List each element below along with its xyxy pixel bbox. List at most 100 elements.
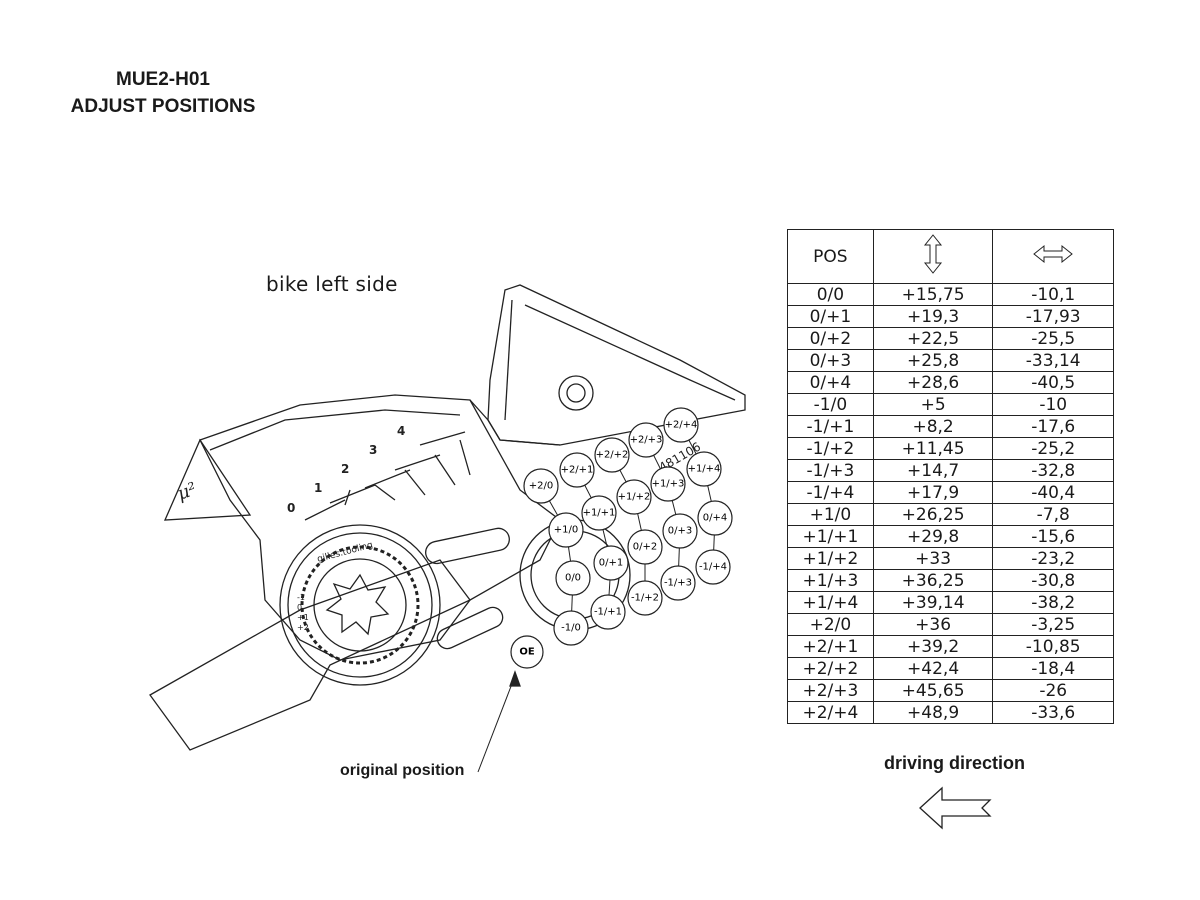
pos-cell: -1/0 (787, 393, 874, 416)
hanger-plate (487, 284, 746, 446)
position-circle-label: +1/+2 (618, 492, 651, 503)
horizontal-value-cell: -7,8 (992, 503, 1114, 526)
horizontal-value-cell: -23,2 (992, 547, 1114, 570)
scale-number: 3 (369, 443, 377, 457)
position-circle-label: 0/+3 (668, 526, 692, 537)
logo-mark: μ² (175, 478, 200, 504)
table-row: +2/+2+42,4-18,4 (787, 657, 1114, 680)
position-circle (650, 466, 686, 502)
header-horizontal (992, 229, 1114, 284)
position-circles: +2/+4+2/+3+2/+2+2/+1+2/0+1/+4+1/+3+1/+2+… (523, 407, 733, 646)
position-circle (594, 437, 630, 473)
table-row: -1/+3+14,7-32,8 (787, 459, 1114, 482)
vertical-value-cell: +15,75 (872, 283, 994, 306)
main-gear (279, 524, 441, 686)
horizontal-value-cell: -10,85 (992, 635, 1114, 658)
vertical-value-cell: +39,2 (872, 635, 994, 658)
horizontal-value-cell: -30,8 (992, 569, 1114, 592)
position-circle (548, 512, 584, 548)
table-row: -1/0+5-10 (787, 393, 1114, 416)
vertical-value-cell: +39,14 (872, 591, 994, 614)
pos-cell: -1/+3 (787, 459, 874, 482)
oe-marker-text: OE (519, 647, 535, 658)
table-row: +2/+1+39,2-10,85 (787, 635, 1114, 658)
position-circle (553, 610, 589, 646)
table-header-row: POS (787, 229, 1114, 284)
table-row: +1/+2+33-23,2 (787, 547, 1114, 570)
header-vertical (872, 229, 994, 284)
pos-cell: +2/+2 (787, 657, 874, 680)
table-row: +2/+3+45,65-26 (787, 679, 1114, 702)
horizontal-value-cell: -3,25 (992, 613, 1114, 636)
scale-number: 1 (314, 481, 322, 495)
pos-cell: -1/+4 (787, 481, 874, 504)
position-circle-label: +2/+4 (665, 420, 698, 431)
lower-slot (436, 606, 504, 650)
vertical-value-cell: +19,3 (872, 305, 994, 328)
position-circle-label: +2/0 (529, 481, 553, 492)
position-circle (523, 468, 559, 504)
position-circle (627, 580, 663, 616)
position-circle-label: -1/+3 (664, 578, 692, 589)
position-circle (559, 452, 595, 488)
position-circle-label: +2/+3 (630, 435, 663, 446)
driving-direction-label: driving direction (884, 753, 1026, 773)
horizontal-value-cell: -18,4 (992, 657, 1114, 680)
pos-cell: 0/+4 (787, 371, 874, 394)
table-row: -1/+1+8,2-17,6 (787, 415, 1114, 438)
table-row: 0/+3+25,8-33,14 (787, 349, 1114, 372)
horizontal-value-cell: -15,6 (992, 525, 1114, 548)
position-circle (686, 451, 722, 487)
bike-side-label: bike left side (266, 272, 398, 296)
position-circle-label: -1/+4 (699, 562, 727, 573)
title-subtitle: ADJUST POSITIONS (70, 96, 256, 117)
vertical-value-cell: +17,9 (872, 481, 994, 504)
svg-text:-1: -1 (297, 593, 305, 602)
position-circle (660, 565, 696, 601)
horizontal-value-cell: -33,6 (992, 701, 1114, 724)
position-circle (695, 549, 731, 585)
original-position-pointer (477, 675, 516, 773)
bracket-plate (199, 394, 561, 661)
horizontal-value-cell: -33,14 (992, 349, 1114, 372)
vertical-value-cell: +8,2 (872, 415, 994, 438)
pos-cell: +1/+4 (787, 591, 874, 614)
table-row: +1/0+26,25-7,8 (787, 503, 1114, 526)
left-arrow-icon (919, 786, 992, 830)
pos-cell: 0/+2 (787, 327, 874, 350)
position-circle-label: -1/+1 (594, 607, 622, 618)
vertical-value-cell: +42,4 (872, 657, 994, 680)
position-circle-label: +2/+1 (561, 465, 594, 476)
position-circle (616, 479, 652, 515)
vertical-value-cell: +22,5 (872, 327, 994, 350)
oe-marker-circle (510, 635, 544, 669)
horizontal-arrow-icon (1033, 244, 1074, 264)
pos-cell: +1/+2 (787, 547, 874, 570)
original-position-label: original position (340, 762, 465, 779)
vertical-value-cell: +48,9 (872, 701, 994, 724)
horizontal-value-cell: -25,5 (992, 327, 1114, 350)
pos-cell: +2/+3 (787, 679, 874, 702)
vertical-value-cell: +29,8 (872, 525, 994, 548)
position-circle-label: -1/+2 (631, 593, 659, 604)
vertical-value-cell: +5 (872, 393, 994, 416)
vertical-value-cell: +14,7 (872, 459, 994, 482)
position-circle-label: +1/+3 (652, 479, 685, 490)
position-circle-label: +2/+2 (596, 450, 629, 461)
table-row: 0/+1+19,3-17,93 (787, 305, 1114, 328)
vertical-value-cell: +36,25 (872, 569, 994, 592)
position-circle (555, 560, 591, 596)
page-title: MUE2-H01 ADJUST POSITIONS (58, 66, 268, 120)
table-row: 0/+4+28,6-40,5 (787, 371, 1114, 394)
position-circle-label: 0/+4 (703, 513, 727, 524)
position-circle-label: -1/0 (561, 623, 581, 634)
position-circle-label: 0/0 (565, 573, 581, 584)
scale-number: 0 (287, 501, 295, 515)
pos-cell: +1/+3 (787, 569, 874, 592)
scale-number: 4 (397, 424, 405, 438)
vertical-value-cell: +33 (872, 547, 994, 570)
horizontal-value-cell: -25,2 (992, 437, 1114, 460)
table-row: +1/+1+29,8-15,6 (787, 525, 1114, 548)
position-circle (581, 495, 617, 531)
upper-slot (425, 527, 510, 565)
